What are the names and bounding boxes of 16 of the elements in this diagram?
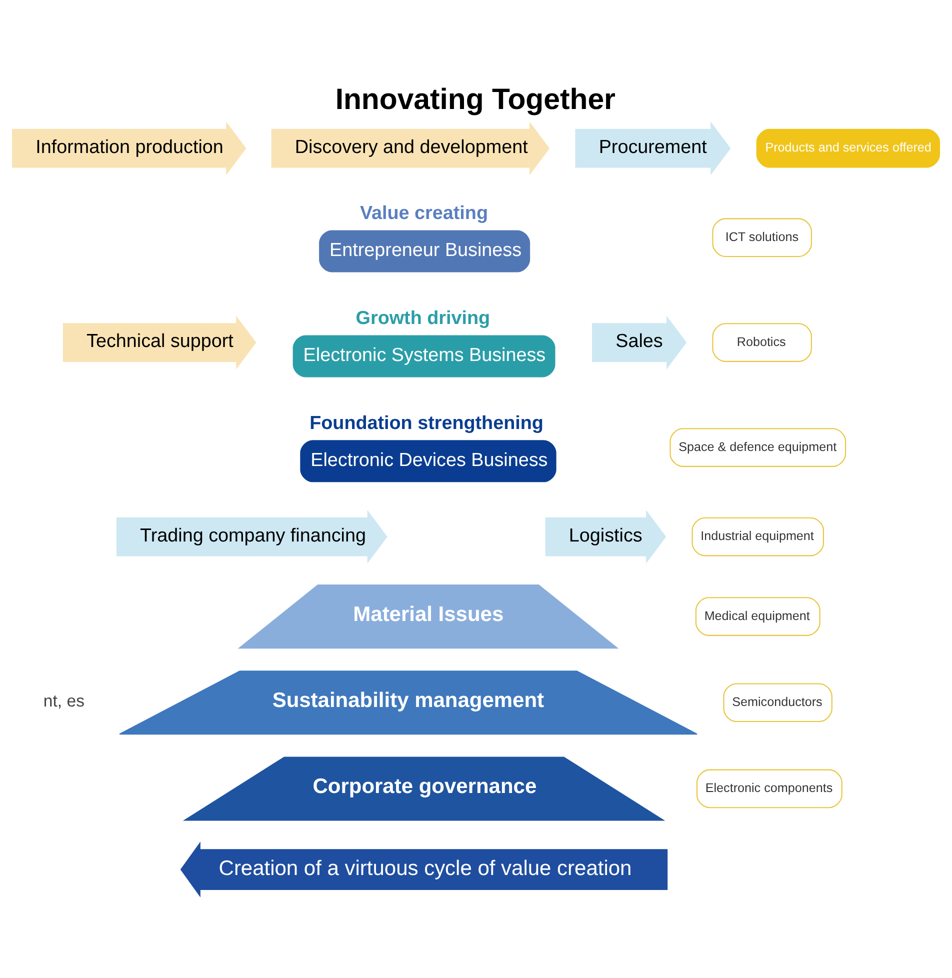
node-box: Electronic Devices Business xyxy=(300,440,556,482)
node-label: Value creating xyxy=(360,203,488,224)
label: nt, es xyxy=(43,692,84,711)
node-box: Robotics xyxy=(712,323,812,362)
node-label: Growth driving xyxy=(356,308,490,330)
node-box: Industrial equipment xyxy=(692,517,824,556)
node-box: Semiconductors xyxy=(723,683,832,722)
node-box: ICT solutions xyxy=(712,218,812,257)
node-box: Products and services offered xyxy=(756,128,940,168)
node-box: Entrepreneur Business xyxy=(319,230,530,272)
node-label: Foundation strengthening xyxy=(310,413,544,434)
diagram-title: Innovating Together xyxy=(335,82,616,116)
node-box: Medical equipment xyxy=(695,597,820,636)
node-box: Electronic Systems Business xyxy=(292,335,556,378)
node-box: Electronic components xyxy=(696,769,842,808)
node-box: Space & defence equipment xyxy=(670,428,846,467)
